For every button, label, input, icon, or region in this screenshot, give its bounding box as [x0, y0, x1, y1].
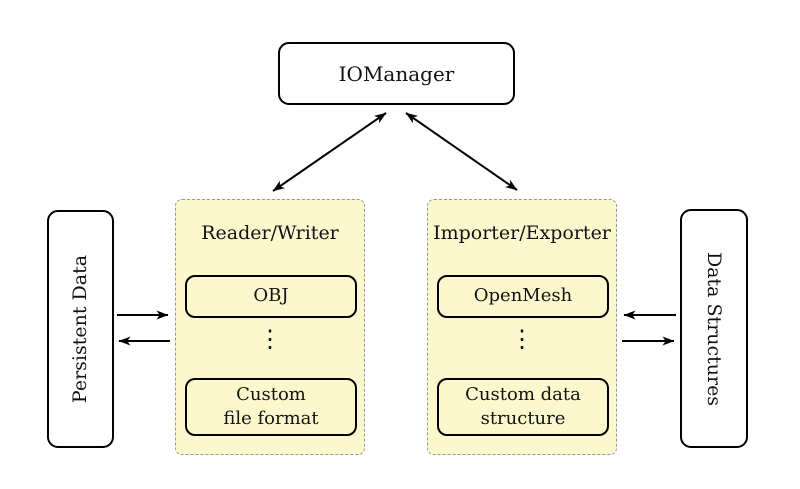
- importer-exporter-title: Importer/Exporter: [433, 222, 611, 244]
- persistent-data-node: Persistent Data: [47, 210, 114, 448]
- data-structures-node: Data Structures: [680, 209, 748, 448]
- iomanager-node: IOManager: [278, 42, 515, 105]
- custom-data-structure-item-box: Custom data structure: [437, 378, 609, 436]
- reader-writer-group: Reader/Writer OBJ ⋮ Custom file format: [175, 199, 365, 455]
- data-structures-label: Data Structures: [703, 251, 725, 406]
- importer-exporter-group: Importer/Exporter OpenMesh ⋮ Custom data…: [427, 199, 617, 455]
- reader-writer-title: Reader/Writer: [201, 222, 339, 244]
- custom-file-format-label: Custom file format: [223, 383, 319, 429]
- obj-item-box: OBJ: [185, 275, 357, 318]
- iomanager-label: IOManager: [338, 61, 455, 86]
- importer-exporter-ellipsis: ⋮: [510, 325, 534, 353]
- arrow-iomanager-importerexporter: [405, 112, 518, 191]
- arrow-iomanager-readerwriter: [272, 112, 387, 192]
- custom-file-format-item-box: Custom file format: [185, 378, 357, 436]
- reader-writer-ellipsis: ⋮: [258, 325, 282, 353]
- obj-item-label: OBJ: [253, 285, 289, 307]
- custom-data-structure-label: Custom data structure: [465, 383, 581, 429]
- openmesh-item-label: OpenMesh: [473, 285, 573, 307]
- persistent-data-label: Persistent Data: [69, 254, 92, 404]
- openmesh-item-box: OpenMesh: [437, 275, 609, 318]
